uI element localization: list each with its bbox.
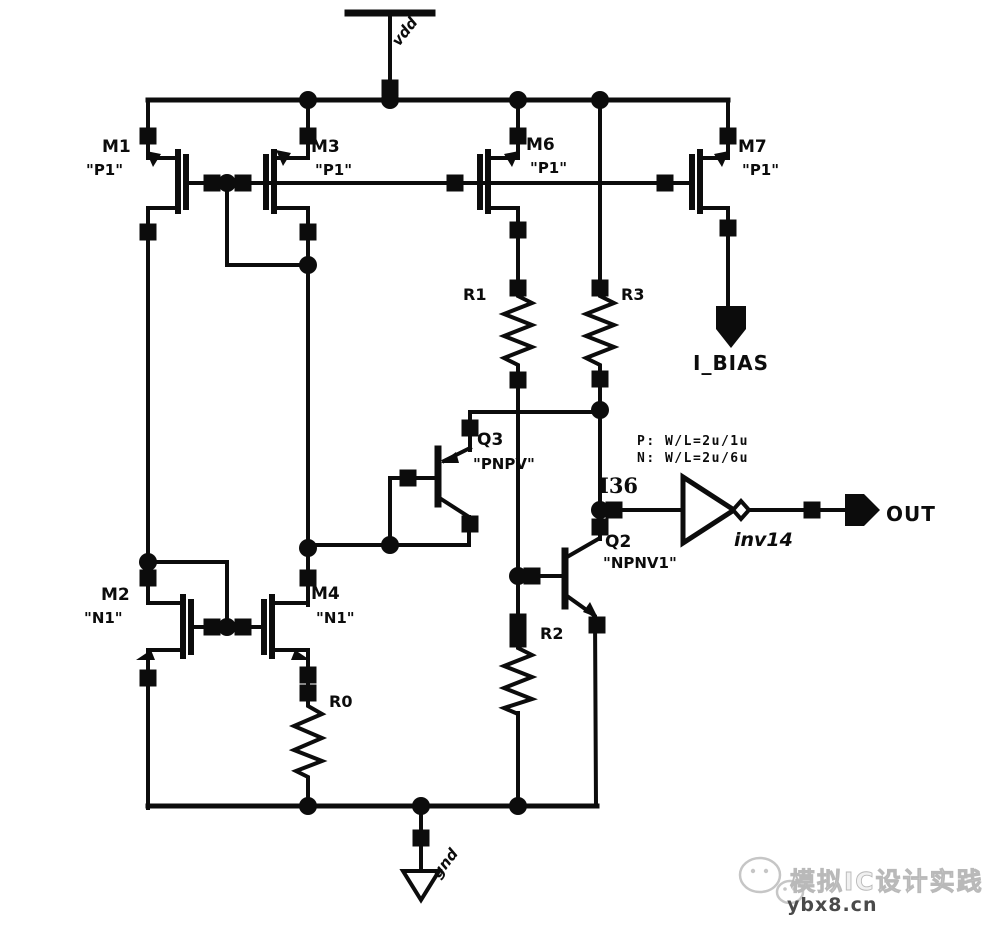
m3-ref-label: M3 (311, 137, 340, 157)
junction-dots (139, 91, 609, 815)
ibias-pin: I_BIAS (693, 306, 769, 375)
m3-diode-wire (225, 181, 310, 267)
resistor-r0 (288, 696, 328, 782)
m2-model-label: "N1" (84, 609, 123, 627)
inverter-bubble (730, 497, 752, 523)
m1-source-arrow (146, 151, 161, 167)
size-annotation: P: W/L=2u/1u N: W/L=2u/6u (637, 434, 749, 466)
q2-emitter-arrow (583, 602, 598, 618)
transistor-m7: M7 "P1" (689, 137, 779, 214)
gnd-port: gnd (399, 845, 462, 904)
m1-model-label: "P1" (86, 161, 123, 179)
inverter-inv14: I36 inv14 (599, 472, 793, 551)
inverter-triangle (680, 472, 739, 548)
resistor-r1 (498, 286, 538, 375)
inverter-instance-label: I36 (599, 473, 638, 498)
m2-diode-wire (146, 560, 229, 629)
q2-ref-label: Q2 (605, 532, 631, 552)
watermark-brand-text: 模拟IC设计实践 (790, 867, 984, 896)
resistors: R1 R3 R0 R2 (288, 285, 644, 782)
watermark: 模拟IC设计实践 ybx8.cn (738, 856, 984, 916)
m7-source-arrow (714, 151, 729, 167)
m2-ref-label: M2 (101, 585, 130, 605)
q3-base-wire (388, 476, 438, 548)
ibias-label: I_BIAS (693, 351, 769, 375)
m4-ref-label: M4 (311, 584, 340, 604)
m3-model-label: "P1" (315, 161, 352, 179)
out-label: OUT (886, 502, 936, 526)
m4-model-label: "N1" (316, 609, 355, 627)
resistor-r3 (580, 286, 620, 375)
m3-source-arrow (276, 150, 291, 166)
r0-label: R0 (329, 692, 352, 711)
r2-label: R2 (540, 624, 563, 643)
watermark-site-text: ybx8.cn (787, 894, 877, 916)
r3-label: R3 (621, 285, 644, 304)
r1-label: R1 (463, 285, 486, 304)
m2-source-arrow (136, 650, 155, 660)
m1-ref-label: M1 (102, 137, 131, 157)
transistor-m2: M2 "N1" (84, 585, 194, 660)
inverter-name-label: inv14 (734, 529, 793, 551)
transistor-m3: M3 "P1" (263, 137, 352, 214)
q3-ref-label: Q3 (477, 430, 503, 450)
q3-emitter-arrow (441, 452, 459, 463)
m7-ref-label: M7 (738, 137, 767, 157)
transistor-q2: Q2 "NPNV1" (561, 532, 677, 618)
m4-source-arrow (291, 650, 310, 660)
m7-model-label: "P1" (742, 161, 779, 179)
m6-source-arrow (504, 151, 519, 167)
q3-model-label: "PNPV" (473, 455, 535, 473)
q3-emitter-tie-wire (468, 410, 602, 452)
m6-model-label: "P1" (530, 159, 567, 177)
annotation-line2: N: W/L=2u/6u (637, 451, 749, 466)
wechat-icon (738, 856, 805, 905)
transistor-m6: M6 "P1" (477, 135, 567, 214)
annotation-line1: P: W/L=2u/1u (637, 434, 749, 449)
out-pin: OUT (845, 494, 936, 526)
transistor-q3: Q3 "PNPV" (434, 430, 535, 520)
resistor-r2 (498, 639, 538, 718)
out-pin-arrow-icon (845, 494, 880, 526)
transistor-m4: M4 "N1" (261, 584, 355, 660)
ibias-pin-arrow-icon (716, 306, 746, 348)
gnd-triangle (399, 869, 443, 904)
transistor-m1: M1 "P1" (86, 137, 189, 214)
vdd-port-label: vdd (388, 14, 422, 50)
q2-model-label: "NPNV1" (603, 554, 677, 572)
m6-ref-label: M6 (526, 135, 555, 155)
